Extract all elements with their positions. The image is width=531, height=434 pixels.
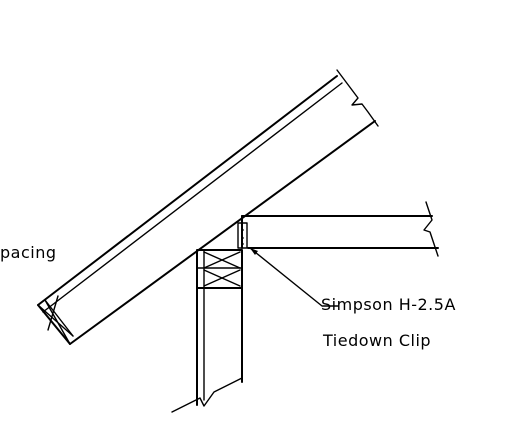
wall-break-line (171, 377, 243, 413)
wall (171, 249, 243, 413)
top-plate-cross (203, 251, 241, 287)
clip-label-line2: Tiedown Clip (322, 331, 431, 350)
rafter-break-line (336, 69, 379, 127)
ceiling-joist (241, 201, 439, 257)
clip-label-line1: Simpson H-2.5A (321, 295, 456, 314)
rafter-end-block (37, 295, 74, 345)
leader-arrowhead (250, 248, 258, 255)
tiedown-clip (237, 222, 248, 249)
spacing-label: pacing (0, 243, 57, 262)
clip-leader-line (249, 247, 339, 307)
joist-break-line (423, 201, 439, 257)
rafter (37, 69, 379, 345)
